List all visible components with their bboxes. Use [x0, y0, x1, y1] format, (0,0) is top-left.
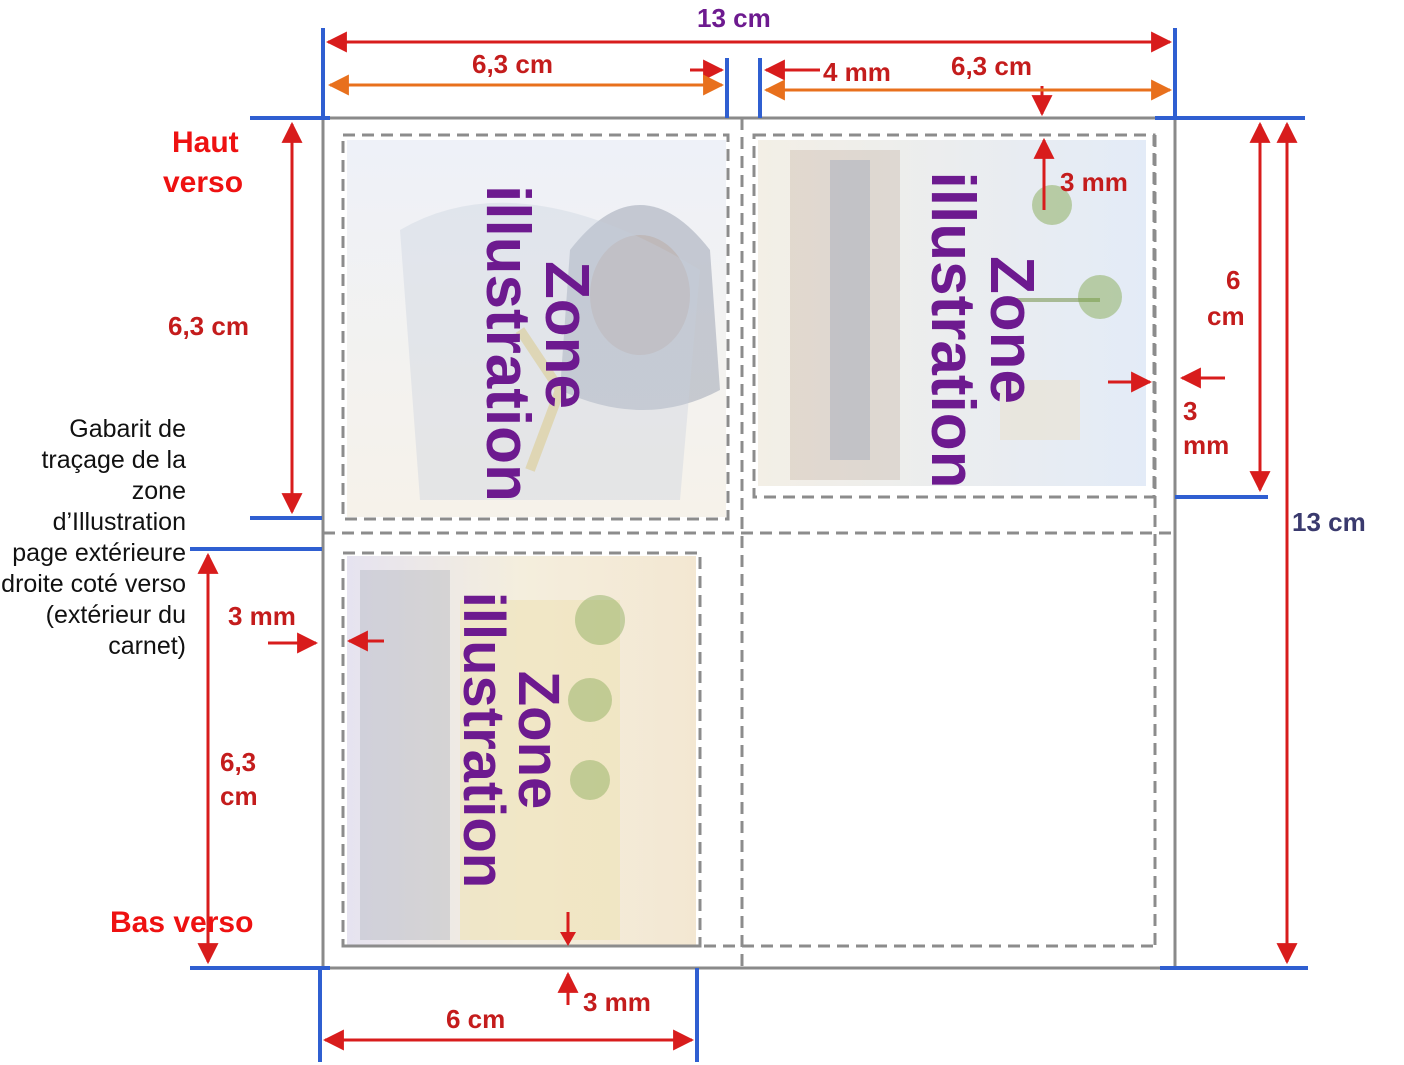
sheet-frame [321, 116, 1177, 970]
dashed-zones [323, 118, 1175, 968]
label-margin-left: 3 mm [228, 601, 296, 631]
zone-word-zone: Zone [977, 255, 1046, 405]
label-total-height: 13 cm [1292, 507, 1366, 537]
label-bottom-panel-height-unit: cm [220, 781, 258, 811]
label-bottom-width: 6 cm [446, 1004, 506, 1034]
zone-label-top-left: Zone illustration [435, 185, 601, 502]
label-margin-right-unit: mm [1183, 430, 1230, 460]
label-haut: Haut [172, 126, 239, 159]
zone-word-illustration: illustration [450, 591, 516, 889]
zone-bottom-left [341, 551, 702, 948]
illustration-image-top-right [758, 140, 1146, 486]
illustration-image-bottom-left [347, 556, 696, 946]
zone-word-zone: Zone [506, 670, 571, 810]
label-illus-height-num: 6 [1226, 265, 1241, 295]
label-haut-verso: verso [163, 166, 244, 199]
label-right-panel-width: 6,3 cm [951, 51, 1032, 81]
label-margin-right-num: 3 [1183, 396, 1198, 426]
label-margin-top: 3 mm [1060, 167, 1128, 197]
blue-guides [190, 28, 1308, 1062]
zone-word-illustration: illustration [473, 185, 543, 502]
label-left-panel-width: 6,3 cm [472, 49, 553, 79]
label-top-panel-height: 6,3 cm [168, 311, 249, 341]
zone-label-top-right: Zone illustration [880, 165, 1046, 495]
template-note: Gabarit de traçage de la zone d’Illustra… [1, 415, 186, 660]
label-gap: 4 mm [823, 57, 891, 87]
label-margin-bottom: 3 mm [583, 987, 651, 1017]
zone-word-zone: Zone [532, 260, 601, 410]
label-bottom-panel-height-num: 6,3 [220, 747, 257, 777]
orange-dimension-lines [327, 74, 1173, 101]
label-bas-verso: Bas verso [110, 906, 254, 939]
label-illus-height-unit: cm [1207, 301, 1245, 331]
label-total-width: 13 cm [697, 3, 771, 33]
dimension-lines [197, 31, 1298, 1051]
illustration-image-top-left [347, 140, 726, 517]
zone-word-illustration: illustration [918, 171, 988, 489]
zone-top-left [341, 133, 730, 521]
zone-label-bottom-left: Zone illustration [414, 590, 571, 890]
